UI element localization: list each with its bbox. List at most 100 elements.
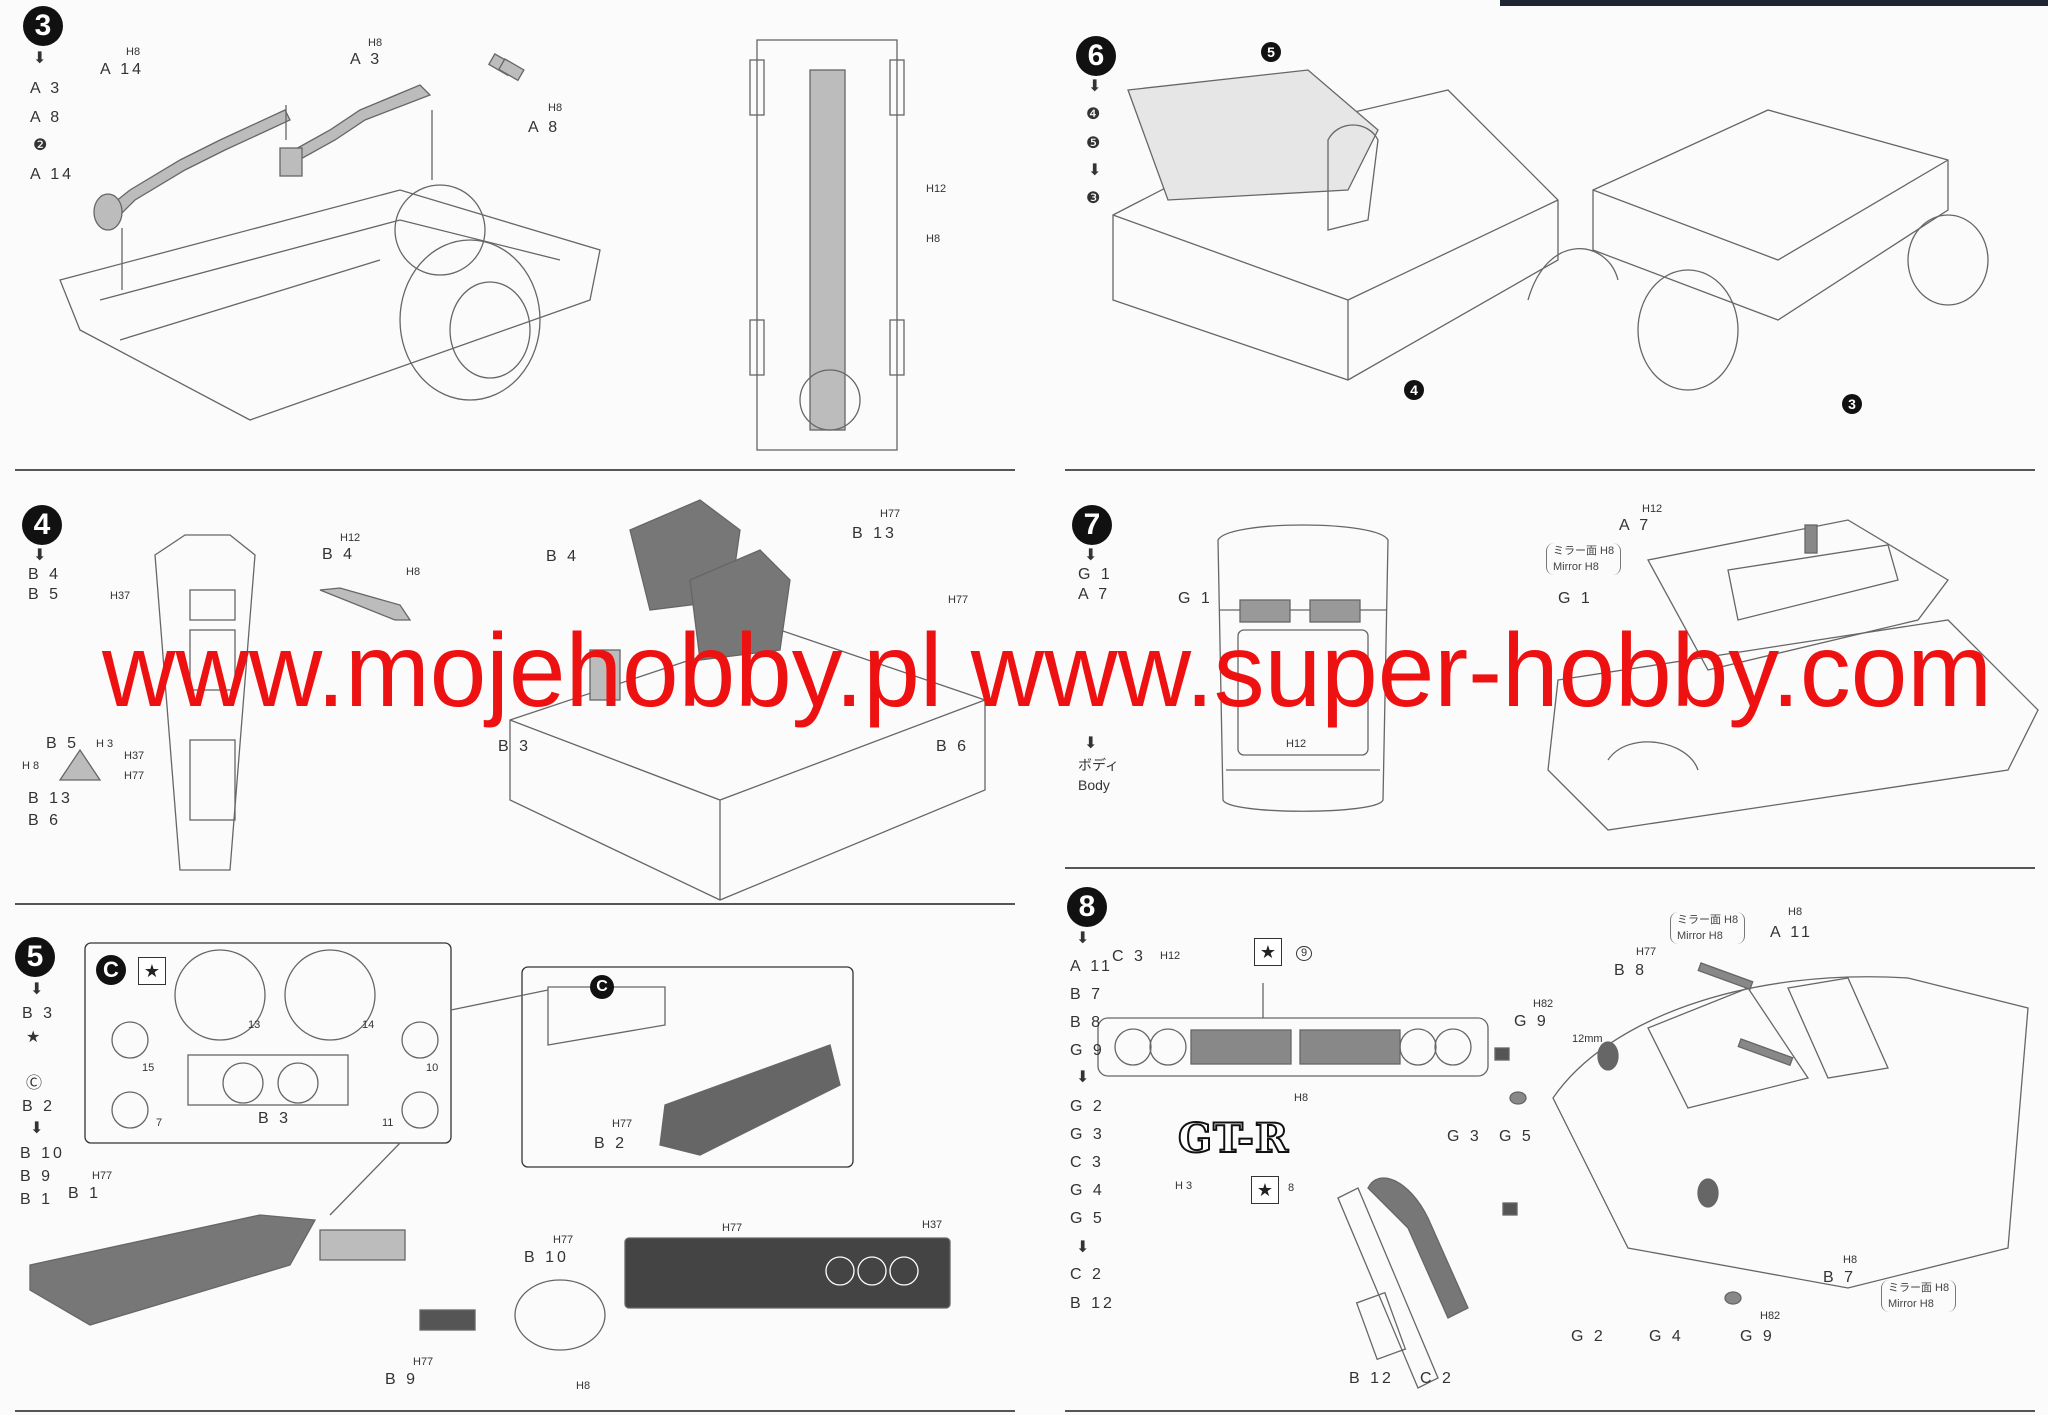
sequence-arrow-icon: ⬇ (1084, 735, 1101, 752)
interior-tub-illustration (1112, 69, 1989, 391)
paint-code: H77 (880, 508, 901, 520)
part-label: B 4 (546, 548, 580, 565)
part-label: G 1 (1558, 590, 1593, 607)
mirror-note-jp: ミラー面 H8 (1888, 1282, 1950, 1294)
part-label: B 10 (524, 1249, 569, 1266)
divider (15, 903, 1015, 905)
paint-code: H82 (1533, 998, 1554, 1010)
part-label: G 4 (1649, 1328, 1684, 1345)
sequence-part: B 5 (28, 586, 62, 603)
decal-number: 8 (1288, 1182, 1295, 1194)
paint-code: H77 (948, 594, 969, 606)
sequence-arrow-icon: ⬇ (1076, 930, 1093, 947)
part-label: A 7 (1619, 517, 1652, 534)
paint-code: H82 (1760, 1310, 1781, 1322)
step-ref-5: 5 (1261, 42, 1281, 62)
part-label: B 13 (852, 525, 897, 542)
sequence-arrow-icon: ⬇ (33, 547, 50, 564)
decal-star-icon: ★ (138, 957, 166, 985)
step-ref-4: 4 (1404, 380, 1424, 400)
sequence-arrow-icon: ⬇ (1084, 547, 1101, 564)
sequence-part: A 7 (1078, 586, 1111, 603)
step-ref-3: 3 (1842, 394, 1862, 414)
sequence-arrow-icon: ⬇ (1088, 162, 1105, 179)
part-label: G 9 (1514, 1013, 1549, 1030)
sequence-part: G 1 (1078, 566, 1113, 583)
part-label: C 3 (1112, 948, 1146, 965)
step-6-panel: 6 ⬇ ❹ ❺ ⬇ ❸ 5 4 3 (1048, 0, 2048, 470)
sequence-arrow-icon: ⬇ (30, 1120, 47, 1137)
sequence-part: C 2 (1070, 1266, 1104, 1283)
sequence-part: B 12 (1070, 1295, 1115, 1312)
mirror-paint-note: ミラー面 H8 Mirror H8 (1881, 1280, 1957, 1312)
page-edge-band (1500, 0, 2048, 6)
mirror-paint-note: ミラー面 H8 Mirror H8 (1546, 543, 1622, 575)
step-3-panel: 3 ⬇ A 3 A 8 ❷ A 14 H8 A 14 H8 A 3 H8 A 8… (0, 0, 1020, 470)
paint-code: H12 (926, 183, 947, 195)
gt-r-emblem: GT-R (1177, 1115, 1290, 1163)
step-5-panel: 5 ⬇ B 3 ★ Ⓒ B 2 ⬇ B 10 B 9 B 1 C ★ 13 14… (0, 905, 1020, 1410)
mirror-note-jp: ミラー面 H8 (1677, 914, 1739, 926)
paint-code: H 3 (1175, 1180, 1193, 1192)
sequence-part: C 3 (1070, 1154, 1104, 1171)
part-label: B 8 (1614, 962, 1648, 979)
sequence-step-ref: ❹ (1086, 106, 1104, 123)
decal-number: 7 (156, 1117, 163, 1129)
paint-code: H77 (553, 1234, 574, 1246)
sequence-step-ref: ❷ (33, 137, 51, 154)
part-label: B 2 (594, 1135, 628, 1152)
paint-code: H8 (926, 233, 941, 245)
paint-code: H77 (92, 1170, 113, 1182)
paint-code: H8 (1788, 906, 1803, 918)
dashboard-illustration (29, 942, 951, 1351)
step-8-panel: 8 ⬇ A 11 B 7 B 8 G 9 ⬇ G 2 G 3 C 3 G 4 G… (1048, 868, 2048, 1410)
part-label: G 2 (1571, 1328, 1606, 1345)
sequence-part: G 2 (1070, 1098, 1105, 1115)
paint-code: H77 (413, 1356, 434, 1368)
sequence-body-jp: ボディ (1078, 757, 1120, 773)
paint-code: H37 (922, 1219, 943, 1231)
sequence-part: B 1 (20, 1191, 54, 1208)
sequence-part: A 3 (30, 80, 63, 97)
paint-code: H77 (612, 1118, 633, 1130)
part-label: G 5 (1499, 1128, 1534, 1145)
part-label: B 5 (46, 735, 80, 752)
part-label: A 3 (350, 51, 383, 68)
decal-number: 11 (382, 1117, 394, 1129)
part-label: B 9 (385, 1371, 419, 1388)
step-number: 3 (23, 6, 63, 46)
grille-bumper-mirrors-illustration (1097, 962, 2029, 1389)
sequence-part: B 13 (28, 790, 73, 807)
step-number: 4 (22, 505, 62, 545)
sequence-arrow-icon: ⬇ (1076, 1069, 1093, 1086)
paint-code: H8 (576, 1380, 591, 1392)
mirror-note-jp: ミラー面 H8 (1553, 545, 1615, 557)
sequence-step-ref: ❺ (1086, 135, 1104, 152)
sequence-part: B 8 (1070, 1014, 1104, 1031)
step-number: 5 (15, 937, 55, 977)
paint-code: H8 (126, 46, 141, 58)
step-7-panel: 7 ⬇ G 1 A 7 ⬇ ボディ Body G 1 H12 H12 A 7 ミ… (1048, 470, 2048, 868)
part-label: G 1 (1178, 590, 1213, 607)
sequence-arrow-icon: ⬇ (1088, 78, 1105, 95)
divider (1065, 1410, 2035, 1412)
decal-number: 14 (362, 1019, 375, 1031)
part-label: B 3 (258, 1110, 292, 1127)
sequence-step-ref: ❸ (1086, 190, 1104, 207)
sequence-arrow-icon: ⬇ (33, 50, 50, 67)
paint-code: H37 (124, 750, 145, 762)
sequence-decal-sheet-icon: Ⓒ (26, 1075, 46, 1092)
sequence-arrow-icon: ⬇ (1076, 1239, 1093, 1256)
mirror-paint-note: ミラー面 H8 Mirror H8 (1670, 912, 1746, 944)
decal-number: 13 (248, 1019, 261, 1031)
paint-code: H8 (548, 102, 563, 114)
sequence-part: G 4 (1070, 1182, 1105, 1199)
paint-code: H8 (1294, 1092, 1309, 1104)
body-roof-illustration (1217, 519, 2039, 831)
sequence-part: B 9 (20, 1168, 54, 1185)
sequence-part: B 6 (28, 812, 62, 829)
sequence-decal-icon: ★ (26, 1029, 44, 1046)
sequence-body: Body (1078, 777, 1110, 793)
step-number: 8 (1067, 887, 1107, 927)
paint-code: H12 (1160, 950, 1181, 962)
